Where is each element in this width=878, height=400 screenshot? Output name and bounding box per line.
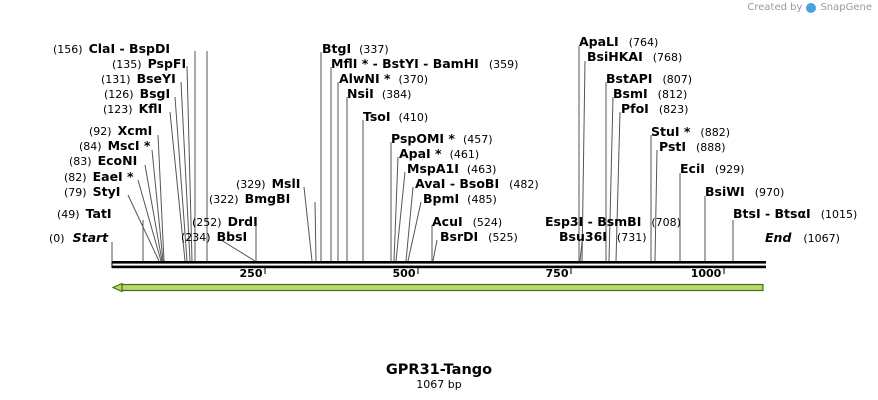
site-bstapi[interactable]: BstAPI(807) xyxy=(606,71,692,86)
site-econi[interactable]: (83)EcoNI xyxy=(69,153,137,168)
snapgene-logo-icon xyxy=(806,2,817,13)
backbone-bottom-strand xyxy=(112,265,766,269)
connector-pspfi xyxy=(186,65,193,262)
connector-econi xyxy=(144,164,163,262)
tick-label-750: 750 xyxy=(546,267,569,280)
connector-eaei xyxy=(137,179,162,262)
site-eaei[interactable]: (82)EaeI * xyxy=(64,169,134,184)
site-drdi[interactable]: (252)DrdI xyxy=(192,214,258,229)
site-tsoi[interactable]: TsoI(410) xyxy=(363,109,428,124)
site-psti[interactable]: PstI(888) xyxy=(659,139,726,154)
connector-bsihkai xyxy=(581,60,586,262)
site-styi[interactable]: (79)StyI xyxy=(64,184,120,199)
credit-prefix: Created by xyxy=(747,2,803,13)
site-bsu36i[interactable]: Bsu36I(731) xyxy=(559,229,647,244)
site-stui[interactable]: StuI *(882) xyxy=(651,124,730,139)
connector-bseyi xyxy=(180,81,191,262)
site-esp3i[interactable]: Esp3I - BsmBI(708) xyxy=(545,214,681,229)
connector-psti xyxy=(654,149,658,262)
site-bsiwi[interactable]: BsiWI(970) xyxy=(705,184,784,199)
site-apai[interactable]: ApaI *(461) xyxy=(399,146,479,161)
connector-apai xyxy=(393,156,399,262)
site-mspa1i[interactable]: MspA1I(463) xyxy=(407,161,496,176)
tick-label-250: 250 xyxy=(240,267,263,280)
connector-bsgi xyxy=(174,96,188,262)
connector-pfoi xyxy=(615,111,621,262)
site-end[interactable]: End(1067) xyxy=(765,230,840,245)
feature-arrowhead-icon xyxy=(111,282,123,293)
site-bsihkai[interactable]: BsiHKAI(768) xyxy=(587,49,682,64)
connector-msci xyxy=(151,149,164,262)
site-kfli[interactable]: (123)KflI xyxy=(103,101,162,116)
site-btgi[interactable]: BtgI(337) xyxy=(322,41,389,56)
connector-kfli xyxy=(169,111,186,262)
site-start[interactable]: (0)Start xyxy=(49,230,109,245)
connector-avai xyxy=(405,186,414,262)
site-labels: (156)ClaI - BspDI (135)PspFI (131)BseYI … xyxy=(49,34,857,245)
connector-bsmi xyxy=(608,96,614,262)
site-xcmi[interactable]: (92)XcmI xyxy=(89,123,152,138)
site-mfli[interactable]: MflI * - BstYI - BamHI(359) xyxy=(331,56,518,71)
site-connectors xyxy=(111,46,734,262)
connector-bsu36i xyxy=(579,241,583,262)
site-bsgi[interactable]: (126)BsgI xyxy=(104,86,170,101)
scale-ticks: 250 500 750 1000 xyxy=(240,267,725,280)
site-clai[interactable]: (156)ClaI - BspDI xyxy=(53,41,170,56)
site-pfoi[interactable]: PfoI(823) xyxy=(621,101,688,116)
site-bseyi[interactable]: (131)BseYI xyxy=(101,71,176,86)
feature-bar xyxy=(119,283,764,292)
backbone-top-strand xyxy=(112,261,766,264)
connector-bsrdi xyxy=(432,239,438,262)
site-msli[interactable]: (329)MslI xyxy=(236,176,300,191)
map-length: 1067 bp xyxy=(416,378,461,391)
site-avai[interactable]: AvaI - BsoBI(482) xyxy=(415,176,539,191)
site-nsii[interactable]: NsiI(384) xyxy=(347,86,411,101)
site-bmgbi[interactable]: (322)BmgBI xyxy=(209,191,290,206)
credit-brand: SnapGene xyxy=(820,2,872,13)
connector-styi xyxy=(127,194,160,262)
site-msci[interactable]: (84)MscI * xyxy=(79,138,151,153)
connector-msli xyxy=(303,186,313,262)
site-pspfi[interactable]: (135)PspFI xyxy=(112,56,186,71)
site-pspomi[interactable]: PspOMI *(457) xyxy=(391,131,493,146)
connector-bpmi xyxy=(407,201,422,262)
site-apali[interactable]: ApaLI(764) xyxy=(579,34,658,49)
tick-label-1000: 1000 xyxy=(691,267,722,280)
site-bsmi[interactable]: BsmI(812) xyxy=(613,86,687,101)
map-title: GPR31-Tango xyxy=(386,362,492,378)
site-bsrdi[interactable]: BsrDI(525) xyxy=(440,229,518,244)
tick-label-500: 500 xyxy=(393,267,416,280)
site-acui[interactable]: AcuI(524) xyxy=(432,214,502,229)
connector-bmgbi xyxy=(314,201,317,262)
connector-mspa1i xyxy=(395,171,406,262)
feature-arrow[interactable] xyxy=(111,282,764,293)
site-alwni[interactable]: AlwNI *(370) xyxy=(339,71,428,86)
connector-bbsi xyxy=(220,239,256,262)
site-bbsi[interactable]: (234)BbsI xyxy=(181,229,247,244)
site-btsi[interactable]: BtsI - BtsαI(1015) xyxy=(733,206,857,221)
snapgene-credit: Created by SnapGene xyxy=(747,2,872,13)
connector-xcmi xyxy=(157,134,165,262)
site-tati[interactable]: (49)TatI xyxy=(57,206,112,221)
site-bpmi[interactable]: BpmI(485) xyxy=(423,191,497,206)
site-ecii[interactable]: EciI(929) xyxy=(680,161,744,176)
